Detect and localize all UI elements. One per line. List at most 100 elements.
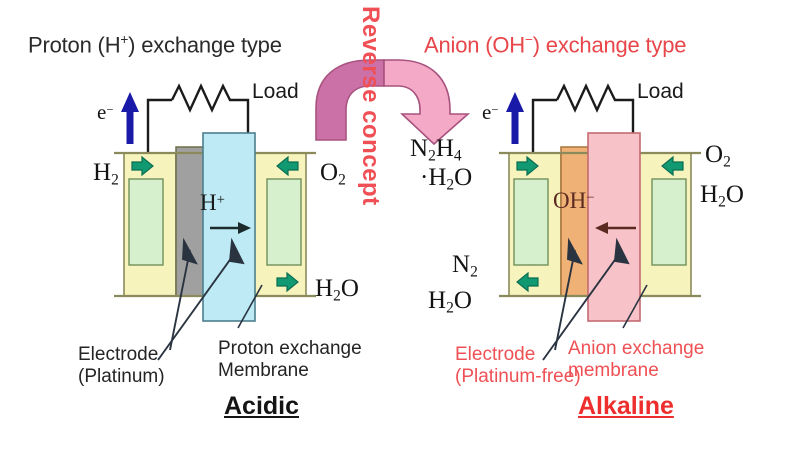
- left-electron-charge: −: [106, 102, 114, 117]
- right-load-resistor-zigzag: [555, 83, 635, 152]
- left-electron-symbol: e: [97, 100, 107, 124]
- right-regime-label: Alkaline: [578, 392, 674, 420]
- right-electrode-annotation-line2: (Platinum-free): [455, 366, 581, 388]
- right-anode-inlet-label: N2H4 ·H2O: [410, 135, 473, 194]
- right-anode-inlet-line1: N2H4: [410, 135, 472, 165]
- right-n2h4-sub1: 2: [428, 147, 436, 165]
- right-cathode-leader-head: [613, 237, 630, 265]
- left-electrode-annotation-line2: (Platinum): [78, 366, 165, 388]
- reverse-concept-arch-arrow: [315, 59, 471, 146]
- right-anode-diffusion-layer: [513, 178, 549, 266]
- left-cell-stack: [114, 132, 316, 361]
- left-load-resistor-zigzag: [170, 83, 250, 152]
- left-anode-inlet-label: H2: [93, 159, 119, 189]
- right-h2o-subscript: 2: [718, 193, 726, 211]
- left-electron-flow-arrow: [121, 92, 139, 144]
- right-hydrate-dot: ·: [420, 163, 429, 191]
- left-title-ion-charge: +: [120, 32, 129, 47]
- right-cell-stack: [499, 132, 701, 361]
- left-anode-leader-line: [169, 249, 191, 351]
- left-electrode-annotation: Electrode (Platinum): [78, 344, 165, 388]
- left-leader-lines: [157, 237, 263, 361]
- left-load-label: Load: [252, 80, 299, 103]
- right-anode-h2o-subscript: 2: [446, 299, 454, 317]
- right-cathode-diffusion-layer: [651, 178, 687, 266]
- right-electron-symbol: e: [482, 100, 492, 124]
- left-electron-label: e−: [97, 100, 113, 125]
- left-membrane-annotation: Proton exchange Membrane: [218, 338, 362, 382]
- right-electron-arrow-head: [506, 92, 524, 112]
- right-h2o-h: H: [700, 181, 719, 208]
- left-title-ion-symbol: H: [104, 32, 121, 58]
- right-leader-lines: [542, 237, 648, 361]
- right-membrane-annotation: Anion exchange membrane: [568, 338, 704, 382]
- right-anode-h2o-h: H: [428, 287, 447, 314]
- left-anode-diffusion-layer: [128, 178, 164, 266]
- right-anode-outlet-arrow: [516, 271, 539, 293]
- right-wire-anode: [531, 98, 557, 152]
- right-n2h4-h: H: [435, 135, 454, 162]
- left-h2-subscript: 2: [111, 171, 119, 189]
- left-ion-symbol: H: [200, 190, 217, 215]
- right-ion-migration-arrow: [595, 222, 636, 234]
- right-title-paren-open: (: [485, 32, 493, 58]
- left-title-word-exchange-type: exchange type: [141, 32, 282, 58]
- right-ion-symbol: OH: [553, 188, 587, 213]
- left-ion-charge: +: [216, 191, 225, 208]
- right-o2-inlet-arrow: [661, 155, 684, 177]
- left-wire-anode: [146, 98, 172, 152]
- right-o2-symbol: O: [705, 141, 724, 168]
- right-n2h4-sub2: 4: [453, 147, 462, 165]
- left-h2-symbol: H: [93, 159, 112, 186]
- right-cell-external-circuit: [506, 83, 635, 152]
- right-ion-charge: −: [586, 189, 595, 206]
- right-membrane-leader-line: [622, 284, 648, 329]
- right-ion-label: OH−: [553, 188, 595, 214]
- right-h2o-o: O: [725, 181, 744, 208]
- right-title-word-anion: Anion: [424, 32, 480, 58]
- left-cathode-leader-head: [228, 237, 245, 265]
- left-gas-flow-arrows: [131, 155, 299, 293]
- right-hydrate-subscript: 2: [446, 175, 455, 193]
- left-cathode-leader-line: [157, 249, 238, 361]
- arch-right-segment-with-head: [383, 59, 471, 146]
- right-electron-label: e−: [482, 100, 498, 125]
- right-cathode-inlet-label: O2: [705, 141, 731, 171]
- right-title-ion-charge: −: [524, 32, 533, 47]
- right-fuel-inlet-arrow: [516, 155, 539, 177]
- right-anode-inlet-line2: ·H2O: [420, 163, 473, 194]
- right-n2h4-n: N: [410, 135, 429, 162]
- left-h2o-subscript: 2: [333, 287, 341, 305]
- right-hydrate-o: O: [454, 163, 473, 191]
- right-anode-outlet-line1-label: N2: [452, 251, 478, 281]
- left-o2-symbol: O: [320, 159, 339, 186]
- left-membrane-leader-line: [237, 284, 263, 329]
- right-o2-subscript: 2: [723, 153, 731, 171]
- left-cell-external-circuit: [121, 83, 250, 152]
- right-electron-flow-arrow: [506, 92, 524, 144]
- right-electrode-annotation: Electrode (Platinum-free): [455, 344, 581, 388]
- left-o2-inlet-arrow: [276, 155, 299, 177]
- right-cathode-outlet-label: H2O: [700, 181, 744, 211]
- left-membrane-annotation-line1: Proton exchange: [218, 338, 362, 359]
- right-electron-charge: −: [491, 102, 499, 117]
- left-title-paren-close: ): [128, 32, 136, 58]
- left-anode-leader-head: [182, 237, 198, 265]
- left-h2-inlet-arrow: [131, 155, 154, 177]
- left-title-word-proton: Proton: [28, 32, 92, 58]
- reverse-concept-label-container: Reverse concept: [357, 6, 384, 296]
- left-membrane-annotation-line2: Membrane: [218, 360, 309, 382]
- left-h2o-o: O: [340, 275, 359, 302]
- right-membrane-annotation-line1: Anion exchange: [568, 338, 705, 359]
- right-n2-symbol: N: [452, 251, 471, 278]
- left-regime-label: Acidic: [224, 392, 300, 420]
- right-cathode-leader-line: [542, 249, 623, 361]
- right-ion-arrow-head: [595, 222, 608, 234]
- left-electrode-annotation-line1: Electrode: [78, 344, 159, 365]
- left-o2-subscript: 2: [338, 171, 346, 189]
- left-cathode-diffusion-layer: [266, 178, 302, 266]
- left-h2o-h: H: [315, 275, 334, 302]
- right-gas-flow-arrows: [516, 155, 684, 293]
- right-hydrate-h: H: [428, 163, 447, 191]
